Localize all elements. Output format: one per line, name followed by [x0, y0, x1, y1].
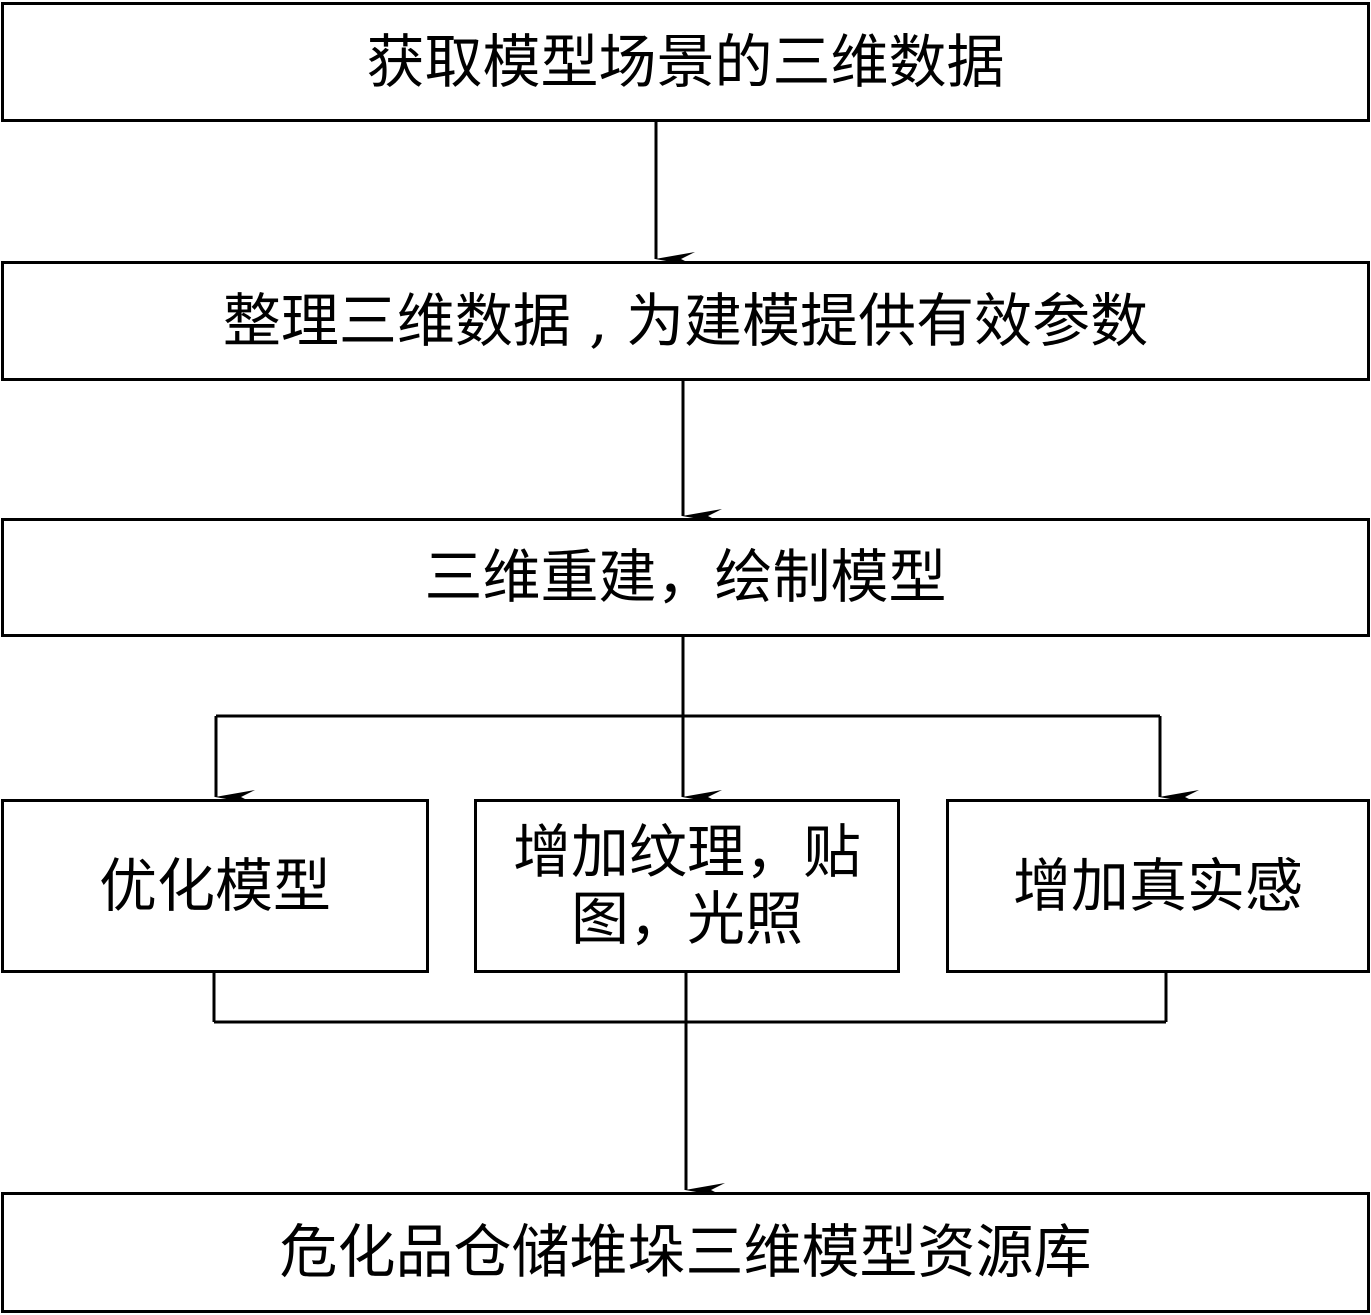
- branch-box-optimize-model-label: 优化模型: [98, 851, 331, 920]
- branch-box-realism: 增加真实感: [946, 799, 1370, 973]
- step-box-organize-data: 整理三维数据 , 为建模提供有效参数: [1, 261, 1370, 381]
- branch-box-texture-lighting-label: 增加纹理，贴图，光照: [512, 818, 861, 953]
- step-box-acquire-data-label: 获取模型场景的三维数据: [366, 27, 1005, 96]
- step-box-model-library: 危化品仓储堆垛三维模型资源库: [1, 1192, 1370, 1313]
- step-box-reconstruct-label: 三维重建，绘制模型: [424, 543, 947, 612]
- step-box-acquire-data: 获取模型场景的三维数据: [1, 2, 1370, 122]
- branch-box-texture-lighting: 增加纹理，贴图，光照: [474, 799, 900, 973]
- branch-box-realism-label: 增加真实感: [1012, 851, 1303, 920]
- branch-box-optimize-model: 优化模型: [1, 799, 429, 973]
- step-box-organize-data-label: 整理三维数据 , 为建模提供有效参数: [222, 286, 1149, 355]
- step-box-model-library-label: 危化品仓储堆垛三维模型资源库: [279, 1218, 1092, 1287]
- step-box-reconstruct: 三维重建，绘制模型: [1, 518, 1370, 637]
